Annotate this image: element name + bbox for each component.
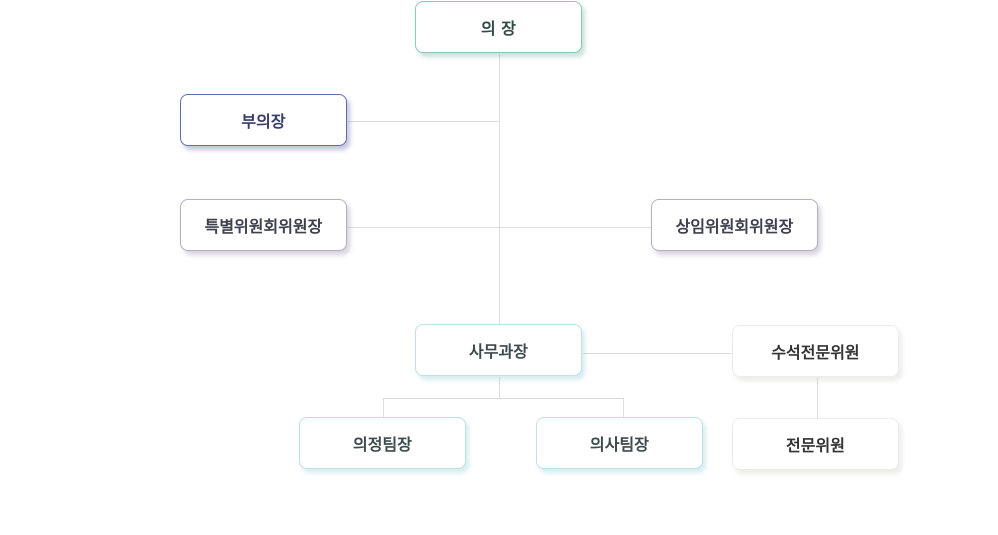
node-label: 수석전문위원 [771,343,860,362]
node-special-committee-chairs: 특별위원회위원장 [180,199,347,251]
connector-line [623,398,624,417]
node-label: 상임위원회위원장 [675,217,794,236]
connector-line [348,121,499,122]
node-standing-committee-chairs: 상임위원회위원장 [651,199,818,251]
node-proceedings-team-leader: 의사팀장 [536,417,703,469]
node-label: 전문위원 [786,436,845,455]
connector-line [383,398,624,399]
node-label: 의사팀장 [590,435,649,454]
node-label: 의 장 [480,19,516,38]
node-label: 사무과장 [469,342,528,361]
node-vice-chair: 부의장 [180,94,347,146]
node-label: 의정팀장 [353,435,412,454]
connector-line [383,398,384,417]
node-specialist: 전문위원 [732,418,899,470]
connector-line [348,227,651,228]
connector-line [583,353,732,354]
connector-line [499,54,500,324]
connector-line [817,378,818,418]
node-label: 부의장 [241,112,286,131]
node-secretariat-director: 사무과장 [415,324,582,376]
node-label: 특별위원회위원장 [204,217,323,236]
connector-line [499,377,500,398]
node-legislative-team-leader: 의정팀장 [299,417,466,469]
node-chief-specialist: 수석전문위원 [732,325,899,377]
node-chair: 의 장 [415,1,582,53]
